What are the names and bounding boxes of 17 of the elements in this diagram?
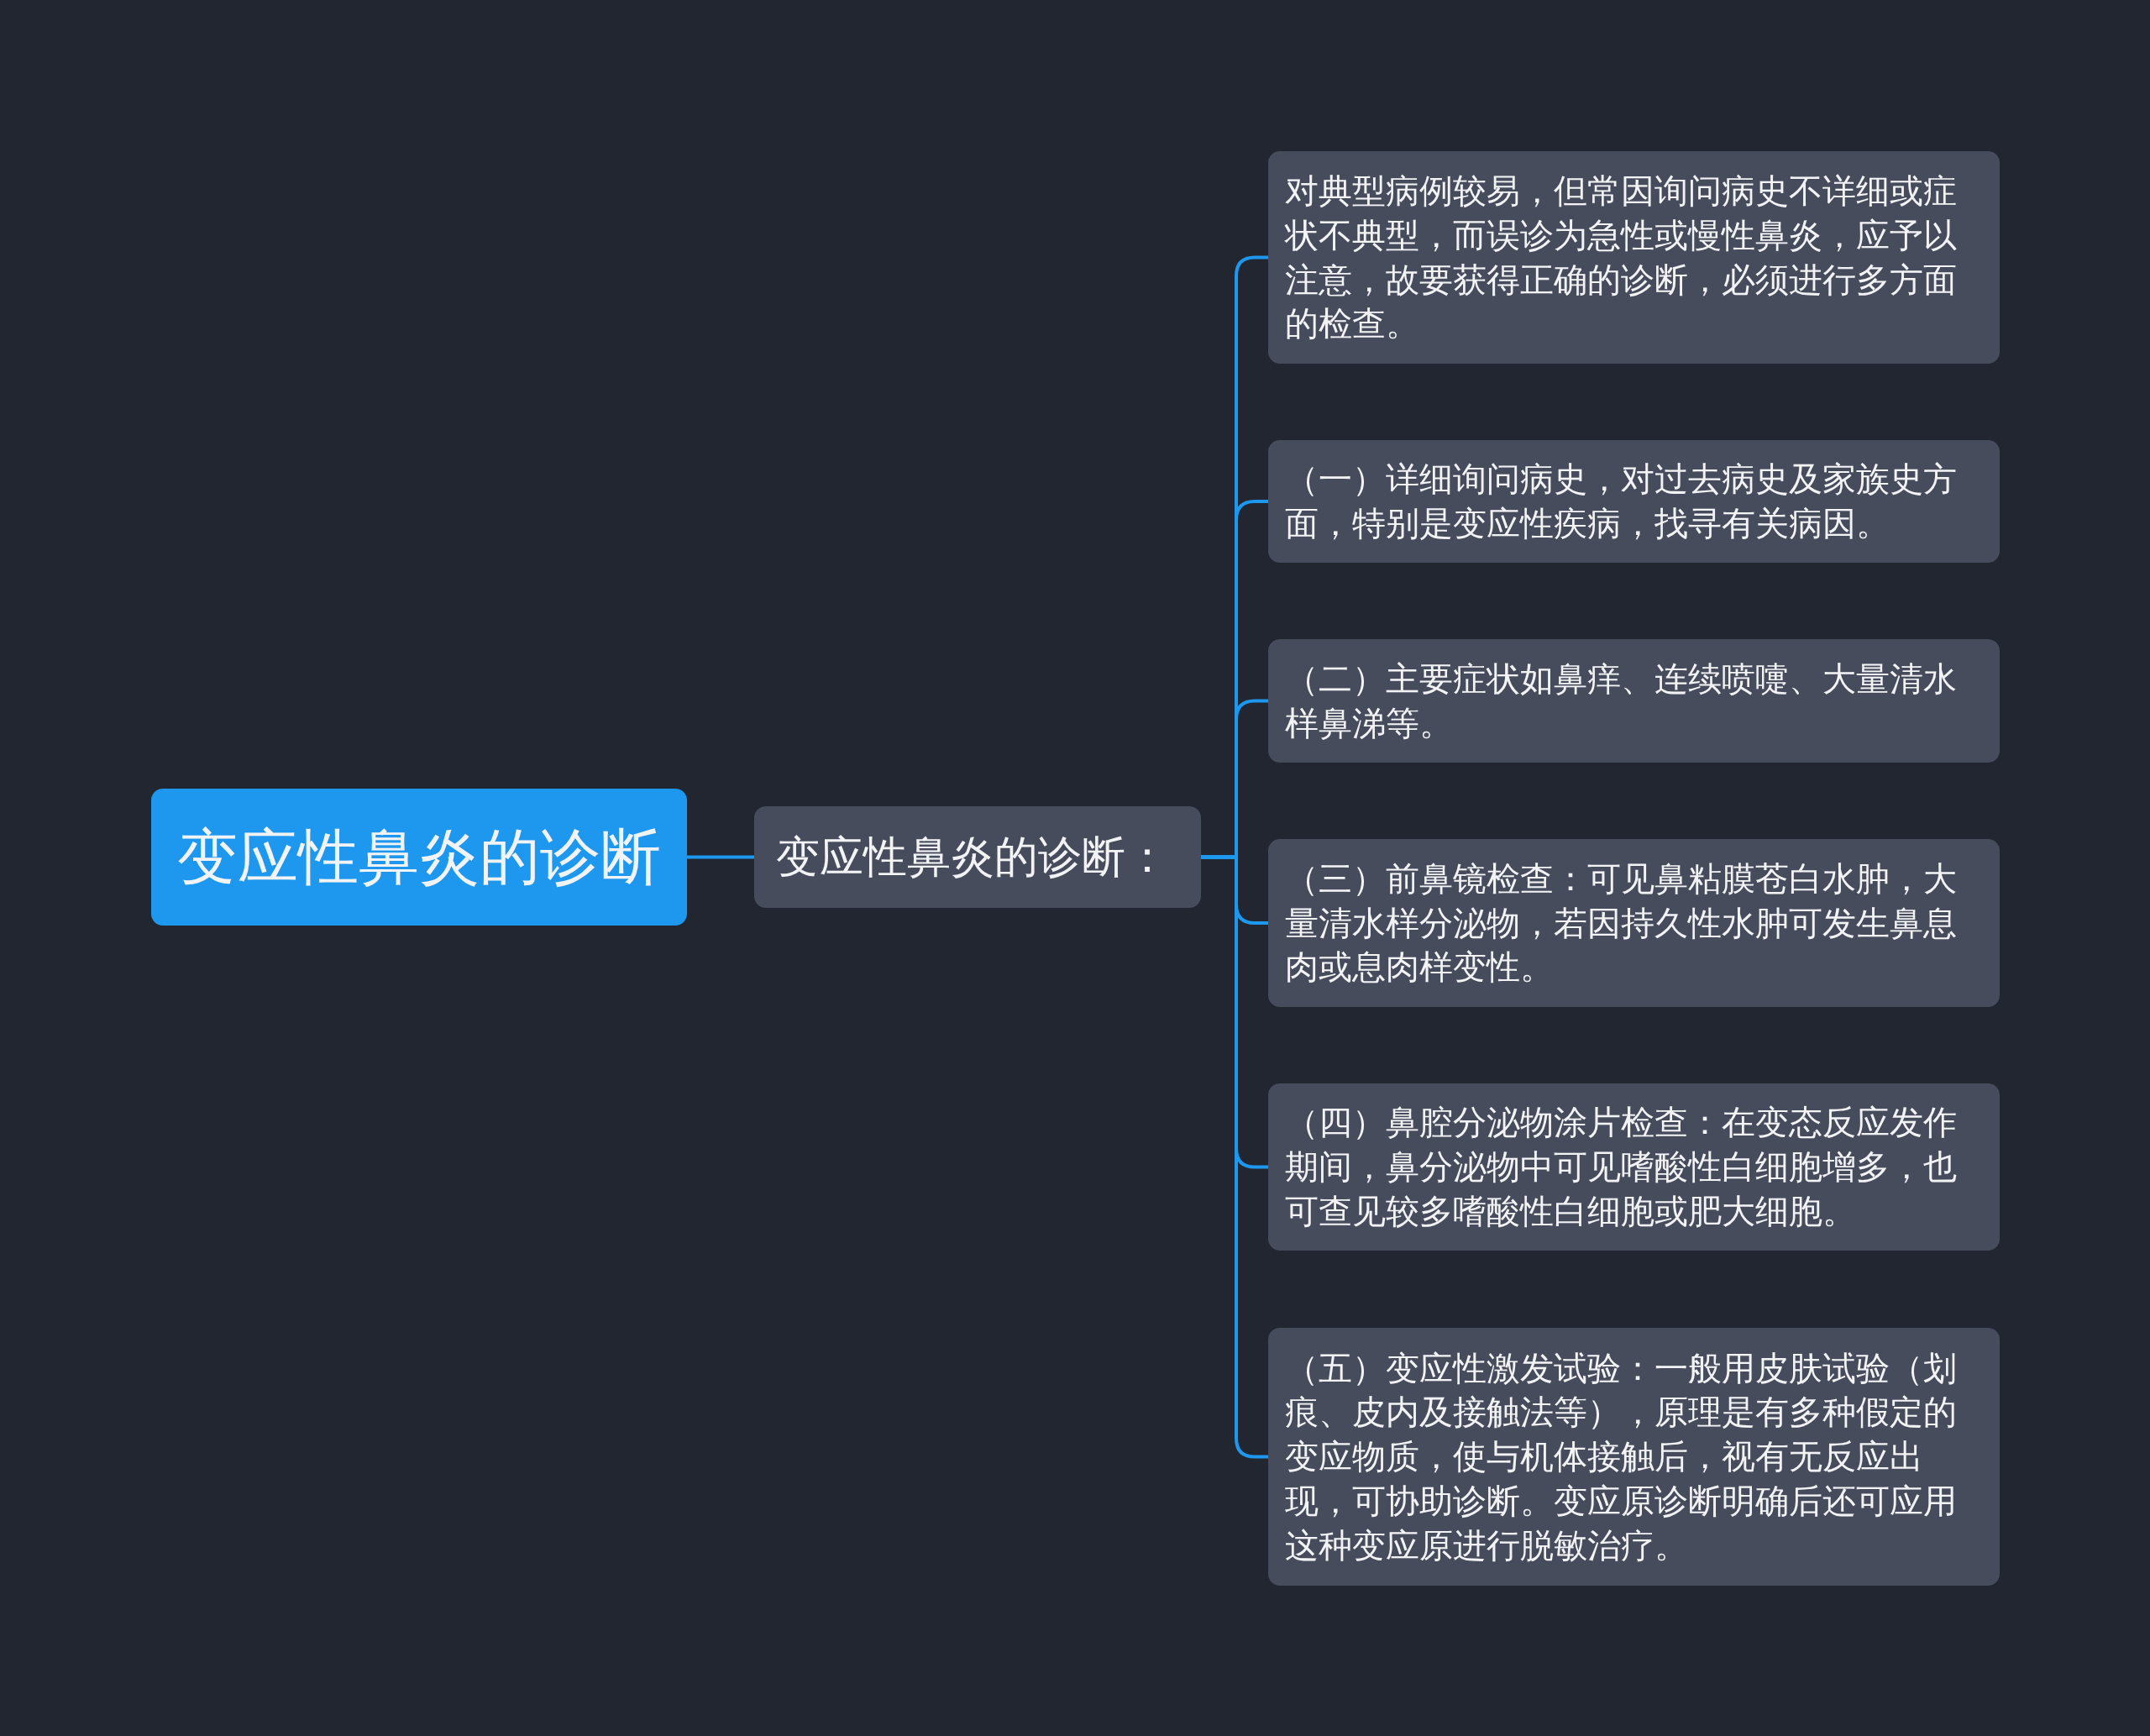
subtopic-box (1268, 440, 2000, 563)
subtopic-box (1268, 1328, 2000, 1586)
topic-text: （二）主要症状如鼻痒、连续喷嚏、大量清水样鼻涕等。 (1285, 658, 1958, 744)
root-topic-box (151, 789, 687, 926)
topic-text: （四）鼻腔分泌物涂片检查：在变态反应发作期间，鼻分泌物中可见嗜酸性白细胞增多，也可查见较多嗜酸性白细胞或肥大细胞。 (1285, 1102, 1958, 1232)
subtopic-box (1268, 1083, 2000, 1251)
subtopic-box (1268, 151, 2000, 364)
topic-text: （一）详细询问病史，对过去病史及家族史方面，特别是变应性疾病，找寻有关病因。 (1285, 459, 1958, 544)
subtopic-box (1268, 839, 2000, 1007)
subtopic-box (1268, 639, 2000, 763)
connector-line (687, 855, 754, 859)
topic-text: 变应性鼻炎的诊断： (776, 831, 1169, 884)
topic-text: （五）变应性激发试验：一般用皮肤试验（划痕、皮内及接触法等），原理是有多种假定的变应物质，使与机体接触后，视有无反应出现，可协助诊断。变应原诊断明确后还可应用这种变应原进行脱敏治疗。 (1285, 1347, 1958, 1566)
topic-text: 对典型病例较易，但常因询问病史不详细或症状不典型，而误诊为急性或慢性鼻炎，应予以注意，故要获得正确的诊断，必须进行多方面的检查。 (1285, 170, 1958, 345)
topic-text: 变应性鼻炎的诊断 (177, 821, 661, 894)
topic-box (754, 806, 1201, 908)
topic-text: （三）前鼻镜检查：可见鼻粘膜苍白水肿，大量清水样分泌物，若因持久性水肿可发生鼻息肉或息肉样变性。 (1285, 858, 1958, 989)
